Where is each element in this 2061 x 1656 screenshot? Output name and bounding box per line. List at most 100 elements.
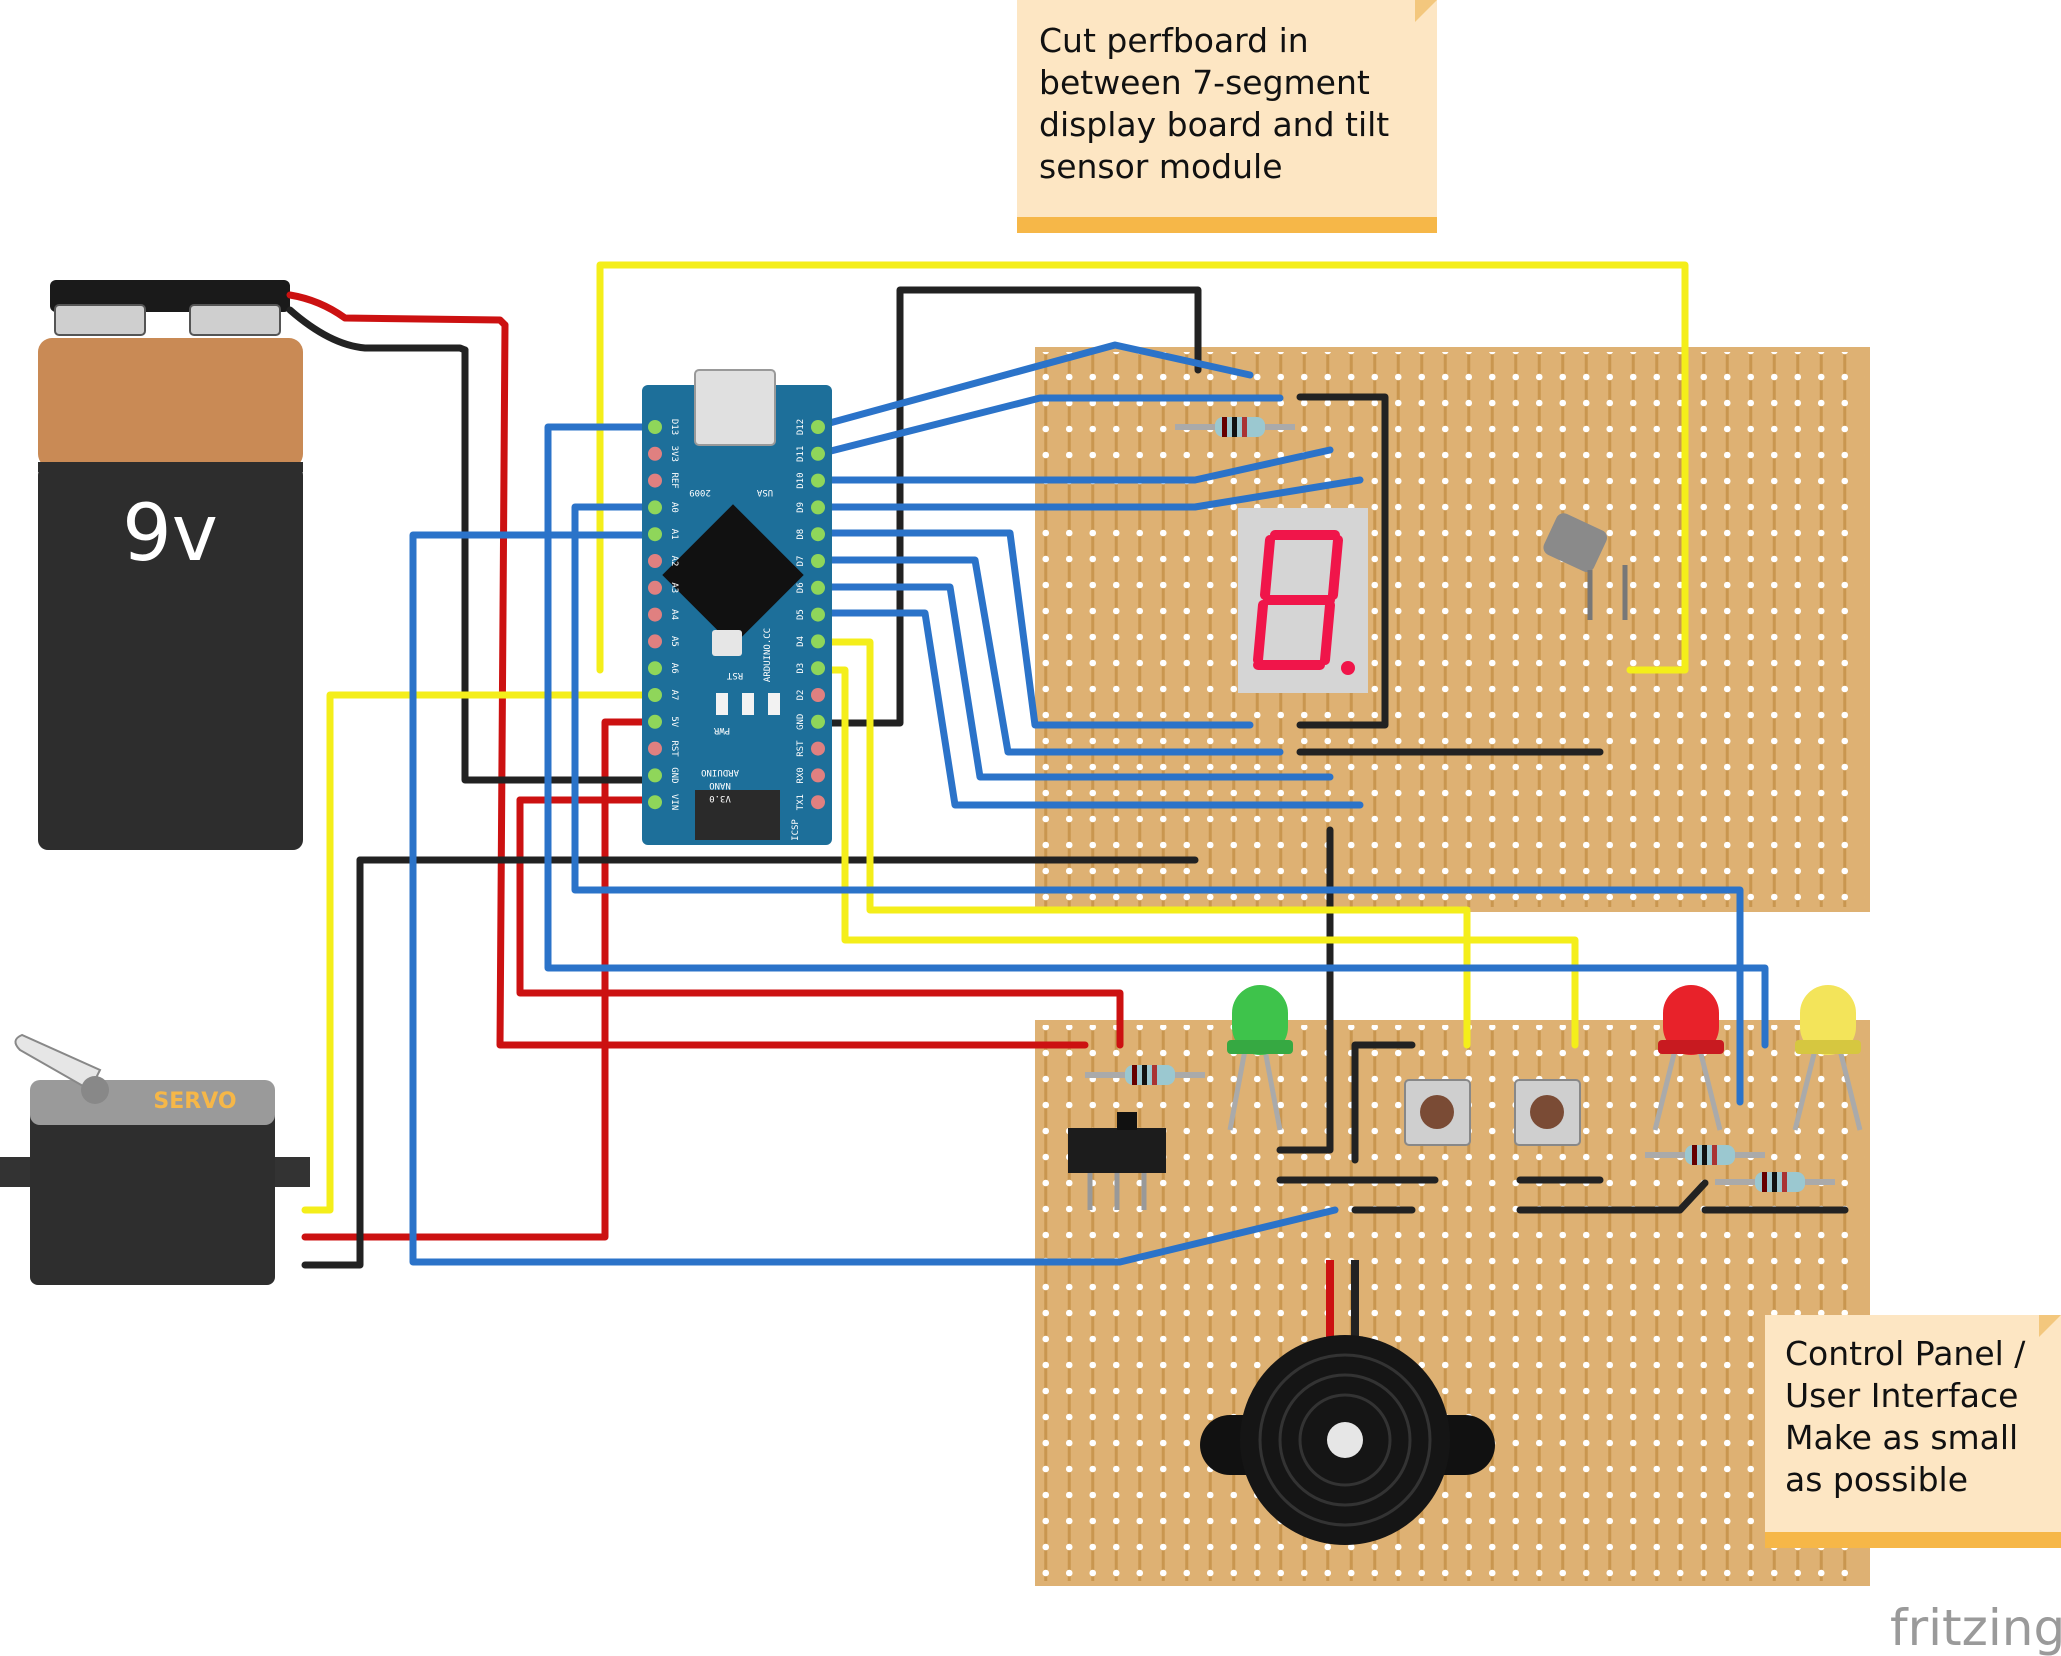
arduino-pin-pad — [811, 741, 825, 756]
arduino-pin-pad — [648, 741, 662, 756]
arduino-pin-pad — [811, 768, 825, 783]
arduino-pin-label: D3 — [796, 663, 806, 674]
arduino-pin-pad — [811, 500, 825, 515]
arduino-pin-pad — [811, 634, 825, 649]
arduino-pin-pad — [648, 473, 662, 488]
arduino-pin-pad — [648, 607, 662, 622]
arduino-pin-label: D7 — [796, 556, 806, 567]
arduino-pin-label: A4 — [669, 609, 679, 620]
arduino-board-label: USA — [756, 487, 773, 497]
arduino-board-label: ARDUINO — [701, 767, 739, 777]
arduino-pin-label: A3 — [669, 582, 679, 593]
arduino-board-label: RST — [726, 670, 743, 680]
arduino-pin-pad — [648, 580, 662, 595]
arduino-pin-label: 5V — [669, 716, 679, 727]
arduino-pin-pad — [648, 768, 662, 783]
arduino-pin-label: A0 — [669, 502, 679, 513]
note-bottom-text: Control Panel / User Interface Make as s… — [1785, 1334, 2026, 1499]
arduino-board-label: PWR — [713, 725, 730, 735]
battery-label: 9v — [122, 489, 218, 579]
arduino-pin-label: GND — [669, 767, 679, 783]
resistors — [1085, 417, 1835, 1192]
arduino-pin-pad — [811, 527, 825, 542]
arduino-pin-label: A5 — [669, 636, 679, 647]
seven-segment-display — [1238, 508, 1368, 693]
arduino-pin-pad — [811, 688, 825, 702]
arduino-pin-pad — [811, 446, 825, 461]
arduino-pins: D133V3REFA0A1A2A3A4A5A6A75VRSTGNDVIND12D… — [648, 419, 825, 810]
led-yellow — [1792, 985, 1863, 1131]
note-top: Cut perfboard in between 7-segment displ… — [1017, 0, 1437, 233]
arduino-pin-label: D9 — [796, 502, 806, 513]
arduino-pin-pad — [648, 500, 662, 515]
arduino-pin-label: RST — [669, 740, 679, 757]
arduino-pin-label: A7 — [669, 690, 679, 701]
arduino-pin-label: D8 — [796, 529, 806, 540]
arduino-pin-label: D4 — [796, 636, 806, 647]
arduino-board-label: 2009 — [689, 487, 711, 497]
arduino-pin-label: D12 — [796, 419, 806, 435]
arduino-pin-pad — [811, 795, 825, 810]
perfboard-top — [1035, 347, 1870, 912]
arduino-pin-pad — [648, 714, 662, 729]
arduino-pin-pad — [648, 420, 662, 434]
arduino-pin-label: TX1 — [796, 794, 806, 810]
arduino-nano: D133V3REFA0A1A2A3A4A5A6A75VRSTGNDVIND12D… — [642, 369, 832, 845]
servo-motor: SERVO — [0, 1033, 310, 1285]
note-top-text: Cut perfboard in between 7-segment displ… — [1039, 21, 1390, 186]
arduino-pin-pad — [648, 527, 662, 542]
note-bottom: Control Panel / User Interface Make as s… — [1765, 1315, 2061, 1548]
arduino-pin-pad — [811, 420, 825, 434]
arduino-board-label: V3.0 — [709, 793, 731, 803]
arduino-pin-label: REF — [669, 472, 679, 488]
arduino-pin-pad — [648, 795, 662, 810]
arduino-pin-label: D11 — [796, 446, 806, 462]
arduino-pin-label: A6 — [669, 663, 679, 674]
note-fold — [2039, 1315, 2061, 1337]
arduino-board-label: NANO — [709, 780, 731, 790]
arduino-pin-pad — [648, 688, 662, 702]
arduino-pin-pad — [648, 446, 662, 461]
servo-label: SERVO — [153, 1089, 236, 1114]
slide-switch — [1068, 1112, 1166, 1210]
arduino-board-label: ICSP — [791, 819, 801, 841]
led-red — [1652, 985, 1724, 1131]
arduino-pin-label: 3V3 — [669, 446, 679, 462]
piezo-buzzer — [1200, 1260, 1495, 1545]
arduino-pin-label: A2 — [669, 556, 679, 567]
push-buttons — [1404, 1079, 1581, 1146]
arduino-pin-pad — [811, 714, 825, 729]
arduino-pin-label: D10 — [796, 472, 806, 488]
led-green — [1227, 985, 1293, 1131]
arduino-pin-pad — [811, 554, 825, 568]
arduino-pin-pad — [648, 661, 662, 676]
arduino-pin-label: D2 — [796, 690, 806, 701]
arduino-pin-label: A1 — [669, 529, 679, 540]
fritzing-watermark: fritzing — [1890, 1599, 2061, 1656]
arduino-pin-pad — [648, 554, 662, 568]
resistor — [1645, 1145, 1765, 1165]
resistor — [1715, 1172, 1835, 1192]
arduino-pin-pad — [811, 661, 825, 676]
arduino-pin-pad — [811, 607, 825, 622]
tilt-sensor — [1543, 513, 1628, 620]
arduino-pin-pad — [648, 634, 662, 649]
note-top-bar — [1017, 217, 1437, 233]
wires — [286, 261, 1849, 1269]
arduino-pin-label: RST — [796, 740, 806, 757]
battery-9v: 9v — [38, 280, 303, 850]
arduino-board-text: ARDUINO.CC ARDUINO NANO V3.0 2009 USA RST PWR IC… — [689, 487, 801, 841]
note-fold — [1415, 0, 1437, 22]
arduino-pin-label: D5 — [796, 609, 806, 620]
arduino-pin-pad — [811, 473, 825, 488]
arduino-board-label: ARDUINO.CC — [763, 628, 773, 682]
note-bottom-bar — [1765, 1532, 2061, 1548]
arduino-pin-label: D6 — [796, 582, 806, 593]
arduino-pin-label: D13 — [669, 419, 679, 435]
resistor — [1085, 1065, 1205, 1085]
resistor — [1175, 417, 1295, 437]
arduino-pin-pad — [811, 580, 825, 595]
arduino-pin-label: GND — [796, 714, 806, 730]
arduino-pin-label: RX0 — [796, 767, 806, 783]
